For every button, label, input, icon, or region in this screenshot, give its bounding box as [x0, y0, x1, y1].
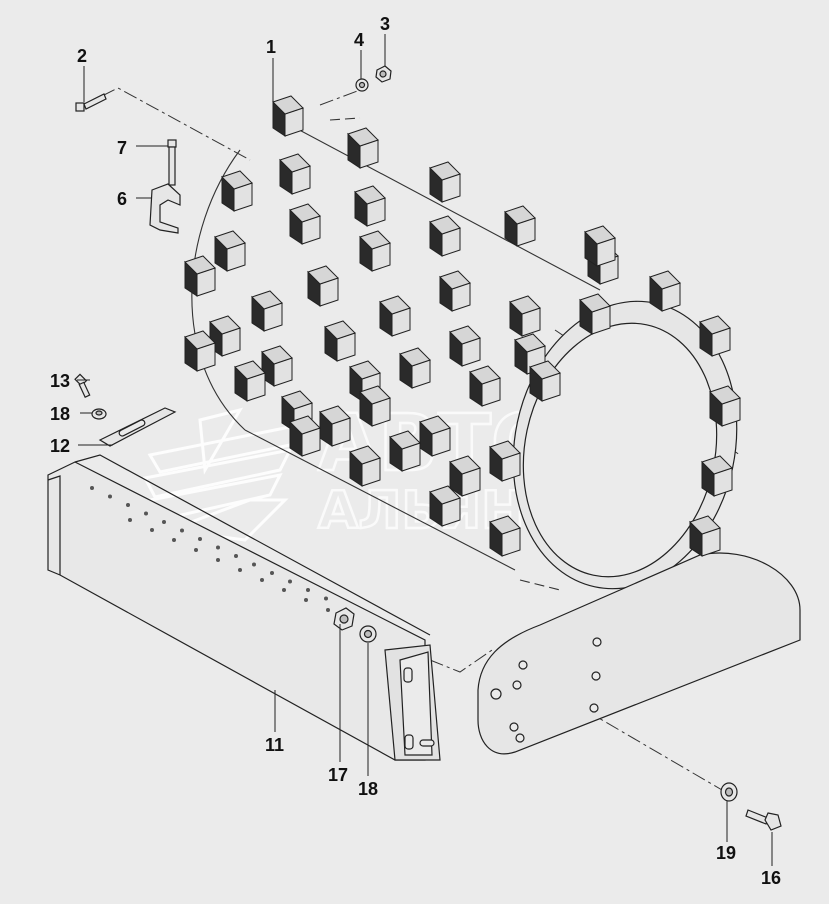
bolt-16	[745, 809, 782, 831]
padfoot-pad	[449, 455, 481, 497]
scraper-beam	[47, 454, 441, 761]
padfoot-pad	[251, 290, 283, 332]
padfoot-pads	[184, 95, 741, 557]
padfoot-pad	[439, 270, 471, 312]
beam-hole	[288, 579, 292, 584]
padfoot-pad	[429, 161, 461, 203]
padfoot-pad	[359, 385, 391, 427]
bolt-2	[75, 93, 107, 112]
callout-2: 2	[77, 46, 87, 66]
padfoot-pad	[429, 215, 461, 257]
callout-labels: 1 2 3 4 6 7 11 12 13 16 17 18 18 19	[50, 14, 781, 888]
beam-hole	[252, 562, 256, 567]
beam-hole	[108, 494, 112, 499]
callout-16: 16	[761, 868, 781, 888]
beam-hole	[216, 558, 220, 562]
padfoot-pad	[399, 347, 431, 389]
padfoot-pad	[354, 185, 386, 227]
padfoot-pad	[184, 330, 216, 372]
scraper-mount-plate	[477, 552, 801, 755]
padfoot-pad	[699, 315, 731, 357]
padfoot-pad	[379, 295, 411, 337]
padfoot-pad	[469, 365, 501, 407]
padfoot-pad	[214, 230, 246, 272]
washer-18-beam	[359, 625, 377, 643]
padfoot-pad	[221, 170, 253, 212]
padfoot-pad	[319, 405, 351, 447]
callout-7: 7	[117, 138, 127, 158]
nut-17	[333, 607, 355, 631]
beam-hole	[326, 608, 330, 612]
beam-hole	[306, 588, 310, 592]
beam-hole	[128, 518, 132, 522]
padfoot-pad	[324, 320, 356, 362]
beam-hole	[260, 578, 264, 582]
padfoot-pad	[649, 270, 681, 312]
drum-end-ring	[512, 300, 738, 590]
padfoot-pad	[349, 445, 381, 487]
beam-hole	[162, 520, 166, 524]
padfoot-pad	[289, 415, 321, 457]
callout-18-left: 18	[50, 404, 70, 424]
padfoot-pad	[709, 385, 741, 427]
padfoot-pad	[234, 360, 266, 402]
padfoot-pad	[489, 515, 521, 557]
callout-19: 19	[716, 843, 736, 863]
beam-hole	[270, 571, 274, 575]
washer-19	[720, 782, 738, 802]
beam-hole	[216, 545, 220, 550]
beam-hole	[282, 588, 286, 592]
padfoot-pad	[289, 203, 321, 245]
callout-13: 13	[50, 371, 70, 391]
padfoot-pad	[579, 293, 611, 335]
callout-1: 1	[266, 37, 276, 57]
callout-17: 17	[328, 765, 348, 785]
beam-hole	[126, 503, 130, 507]
padfoot-pad	[449, 325, 481, 367]
beam-hole	[238, 568, 242, 572]
padfoot-pad	[529, 360, 561, 402]
callout-4: 4	[354, 30, 364, 50]
beam-hole	[194, 548, 198, 552]
scraper-blade-12	[98, 407, 177, 447]
beam-hole	[304, 598, 308, 602]
washer-18-left	[91, 408, 107, 420]
beam-hole	[150, 528, 154, 532]
padfoot-pad	[509, 295, 541, 337]
beam-hole	[144, 511, 148, 516]
leader-lines	[77, 34, 773, 866]
padfoot-pad	[389, 430, 421, 472]
beam-hole	[324, 596, 328, 601]
padfoot-pad	[347, 127, 379, 169]
beam-hole	[180, 528, 184, 533]
padfoot-pad	[307, 265, 339, 307]
padfoot-pad	[489, 440, 521, 482]
bolt-7	[167, 139, 177, 186]
callout-6: 6	[117, 189, 127, 209]
beam-hole	[90, 486, 94, 490]
padfoot-pad	[689, 515, 721, 557]
beam-hole	[172, 538, 176, 542]
padfoot-pad	[279, 153, 311, 195]
padfoot-pad	[419, 415, 451, 457]
padfoot-pad	[504, 205, 536, 247]
padfoot-pad	[359, 230, 391, 272]
washer-4	[355, 78, 369, 92]
beam-hole	[234, 554, 238, 558]
callout-11: 11	[265, 735, 284, 755]
padfoot-pad	[184, 255, 216, 297]
padfoot-pad	[272, 95, 304, 137]
beam-hole	[198, 537, 202, 541]
padfoot-pad	[429, 485, 461, 527]
padfoot-pad	[584, 225, 616, 267]
drum-body	[191, 117, 601, 591]
callout-18-beam: 18	[358, 779, 378, 799]
callout-3: 3	[380, 14, 390, 34]
clamp-6	[149, 183, 181, 234]
padfoot-pad	[701, 455, 733, 497]
callout-12: 12	[50, 436, 70, 456]
beam-holes	[90, 486, 330, 612]
